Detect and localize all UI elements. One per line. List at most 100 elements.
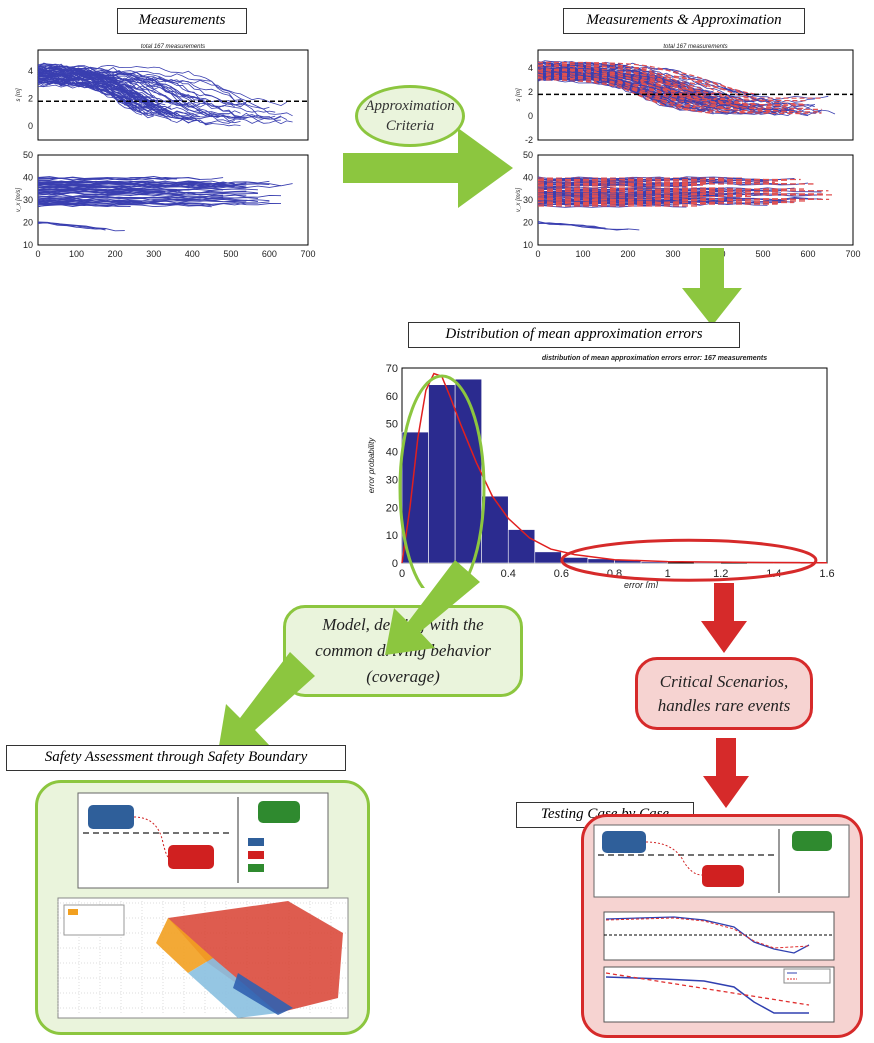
y-tick-label: 2 (28, 93, 33, 103)
velocity-line (37, 204, 212, 208)
velocity-line (537, 177, 714, 182)
y-tick-label: 50 (23, 150, 33, 160)
x-axis-label: error [m] (624, 580, 659, 588)
approximation-line (538, 74, 822, 113)
plot-subtitle: total 167 measurements (663, 44, 727, 50)
approximation-line (605, 972, 810, 1006)
safety-boundary-figure (57, 792, 349, 1019)
y-axis-label: s [m] (16, 88, 22, 101)
y-tick-label: 30 (23, 195, 33, 205)
y-tick-label: 4 (528, 63, 533, 73)
histogram-bar (454, 378, 482, 564)
y-tick-label: 30 (386, 474, 398, 486)
histogram-bar (561, 557, 589, 564)
x-tick-label: 600 (262, 249, 277, 259)
distribution-title: Distribution of mean approximation error… (408, 322, 740, 348)
y-tick-label: 2 (528, 87, 533, 97)
velocity-line (37, 193, 247, 198)
y-tick-label: 10 (386, 530, 398, 542)
trajectory-line (37, 70, 143, 116)
measurements-approximation-title: Measurements & Approximation (563, 8, 805, 34)
trajectory (645, 841, 703, 876)
target-car (792, 831, 832, 851)
x-tick-label: 300 (146, 249, 161, 259)
velocity-line (37, 190, 258, 194)
x-tick-label: 500 (223, 249, 238, 259)
x-tick-label: 1 (665, 568, 671, 580)
y-tick-label: 20 (23, 218, 33, 228)
legend-swatch (248, 851, 264, 859)
trajectory-line (37, 66, 183, 117)
legend-swatch (248, 864, 264, 872)
trajectory-line (537, 60, 741, 102)
histogram-bar (481, 495, 509, 564)
x-tick-label: 500 (755, 249, 770, 259)
histogram-bar (428, 384, 456, 564)
approximation-line (537, 63, 712, 101)
trajectory-line (37, 73, 235, 108)
velocity-line (37, 202, 224, 207)
y-tick-label: 40 (523, 173, 533, 183)
trajectory-line (37, 69, 276, 119)
velocity-line (37, 221, 125, 232)
trajectory (133, 816, 169, 858)
y-tick-label: -2 (525, 135, 533, 145)
safety-assessment-title: Safety Assessment through Safety Boundar… (6, 745, 346, 771)
chart-title: distribution of mean approximation error… (542, 355, 767, 362)
lane-change-car (168, 845, 214, 869)
common-region-ellipse (398, 374, 486, 588)
plot-subtitle: total 167 measurements (141, 44, 205, 50)
measurements-title: Measurements (117, 8, 247, 34)
approximation-line (537, 69, 759, 105)
y-tick-label: 30 (523, 195, 533, 205)
approximation-line (537, 74, 665, 97)
velocity-line (37, 183, 235, 187)
y-tick-label: 0 (528, 111, 533, 121)
legend-swatch (248, 838, 264, 846)
x-tick-label: 1.6 (819, 568, 834, 580)
error-histogram: distribution of mean approximation error… (367, 355, 835, 588)
y-tick-label: 10 (23, 240, 33, 250)
velocity-line (37, 182, 177, 187)
velocity-line (537, 221, 606, 229)
x-tick-label: 600 (800, 249, 815, 259)
x-tick-label: 200 (108, 249, 123, 259)
x-tick-label: 200 (620, 249, 635, 259)
surface-red (168, 901, 343, 1013)
velocity-lines (37, 176, 293, 232)
velocity-line (37, 177, 201, 181)
x-tick-label: 400 (185, 249, 200, 259)
safety-panel (35, 780, 370, 1035)
x-tick-label: 100 (69, 249, 84, 259)
down-arrow-green (682, 248, 742, 326)
trajectory-line (37, 76, 270, 110)
critical-scenarios-box: Critical Scenarios, handles rare events (635, 657, 813, 730)
trajectory-line (37, 79, 166, 107)
x-tick-label: 300 (665, 249, 680, 259)
x-tick-label: 0.6 (554, 568, 569, 580)
ego-car (88, 805, 134, 829)
approximation-line (537, 61, 743, 108)
testing-figure (593, 824, 850, 1023)
velocity-line (37, 180, 270, 185)
approximation-line (537, 68, 696, 99)
velocity-line (37, 197, 270, 202)
measurement-line (605, 976, 809, 1014)
velocity-line (537, 204, 687, 208)
y-tick-label: 20 (523, 218, 533, 228)
velocity-lines (537, 176, 835, 231)
velocity-line (537, 193, 660, 197)
x-tick-label: 0.4 (501, 568, 516, 580)
legend-box (783, 968, 831, 984)
y-tick-label: 50 (523, 150, 533, 160)
velocity-line (37, 188, 224, 191)
y-tick-label: 10 (523, 240, 533, 250)
diag-arrow-2 (218, 652, 315, 752)
x-tick-label: 0 (35, 249, 40, 259)
trajectory-line (37, 72, 195, 121)
y-tick-label: 70 (386, 363, 398, 375)
y-tick-label: 20 (386, 502, 398, 514)
trajectory-line (537, 77, 687, 103)
